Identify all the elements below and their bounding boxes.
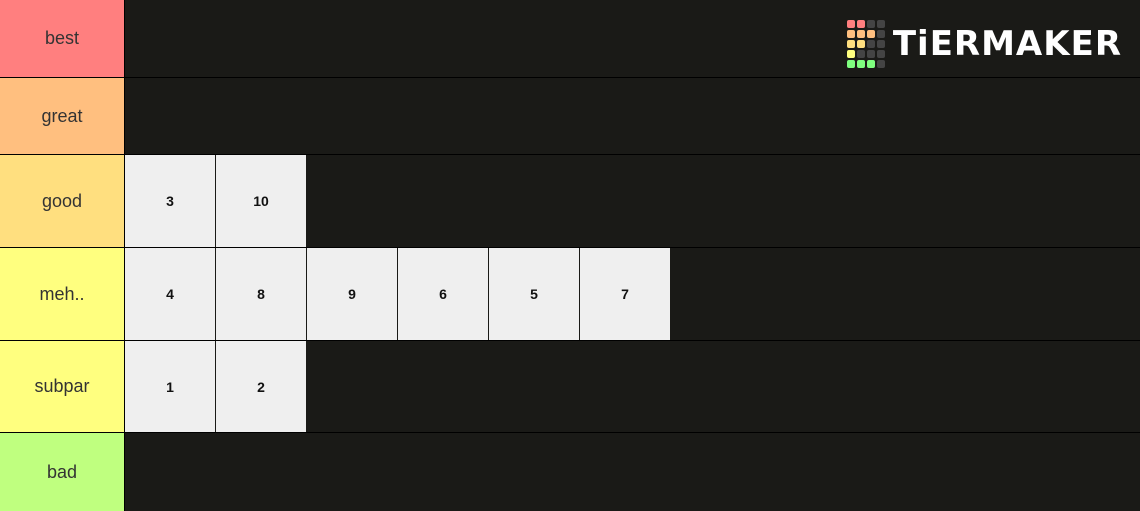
tier-item-card[interactable]: 1 — [125, 341, 215, 432]
tier-item-card[interactable]: 4 — [125, 248, 215, 340]
tier-row: bad — [0, 433, 1140, 511]
tier-label[interactable]: bad — [0, 433, 124, 511]
tier-label[interactable]: meh.. — [0, 248, 124, 340]
tier-items-dropzone[interactable] — [125, 433, 1140, 511]
tier-item-card[interactable]: 3 — [125, 155, 215, 247]
tier-label[interactable]: best — [0, 0, 124, 77]
tier-label[interactable]: subpar — [0, 341, 124, 432]
tier-label[interactable]: great — [0, 78, 124, 154]
tier-items-dropzone[interactable] — [125, 78, 1140, 154]
tier-item-card[interactable]: 9 — [307, 248, 397, 340]
tiermaker-logo-grid-icon — [846, 20, 885, 68]
tier-row: great — [0, 78, 1140, 154]
tier-items-dropzone[interactable] — [125, 0, 1140, 77]
tiermaker-logo: TiERMAKER — [846, 20, 1122, 68]
tier-label[interactable]: good — [0, 155, 124, 247]
tier-item-card[interactable]: 7 — [580, 248, 670, 340]
tier-item-card[interactable]: 8 — [216, 248, 306, 340]
tier-row: best — [0, 0, 1140, 77]
tier-item-card[interactable]: 5 — [489, 248, 579, 340]
tiermaker-logo-text: TiERMAKER — [892, 24, 1122, 64]
tier-item-card[interactable]: 6 — [398, 248, 488, 340]
tier-item-card[interactable]: 10 — [216, 155, 306, 247]
tier-item-card[interactable]: 2 — [216, 341, 306, 432]
